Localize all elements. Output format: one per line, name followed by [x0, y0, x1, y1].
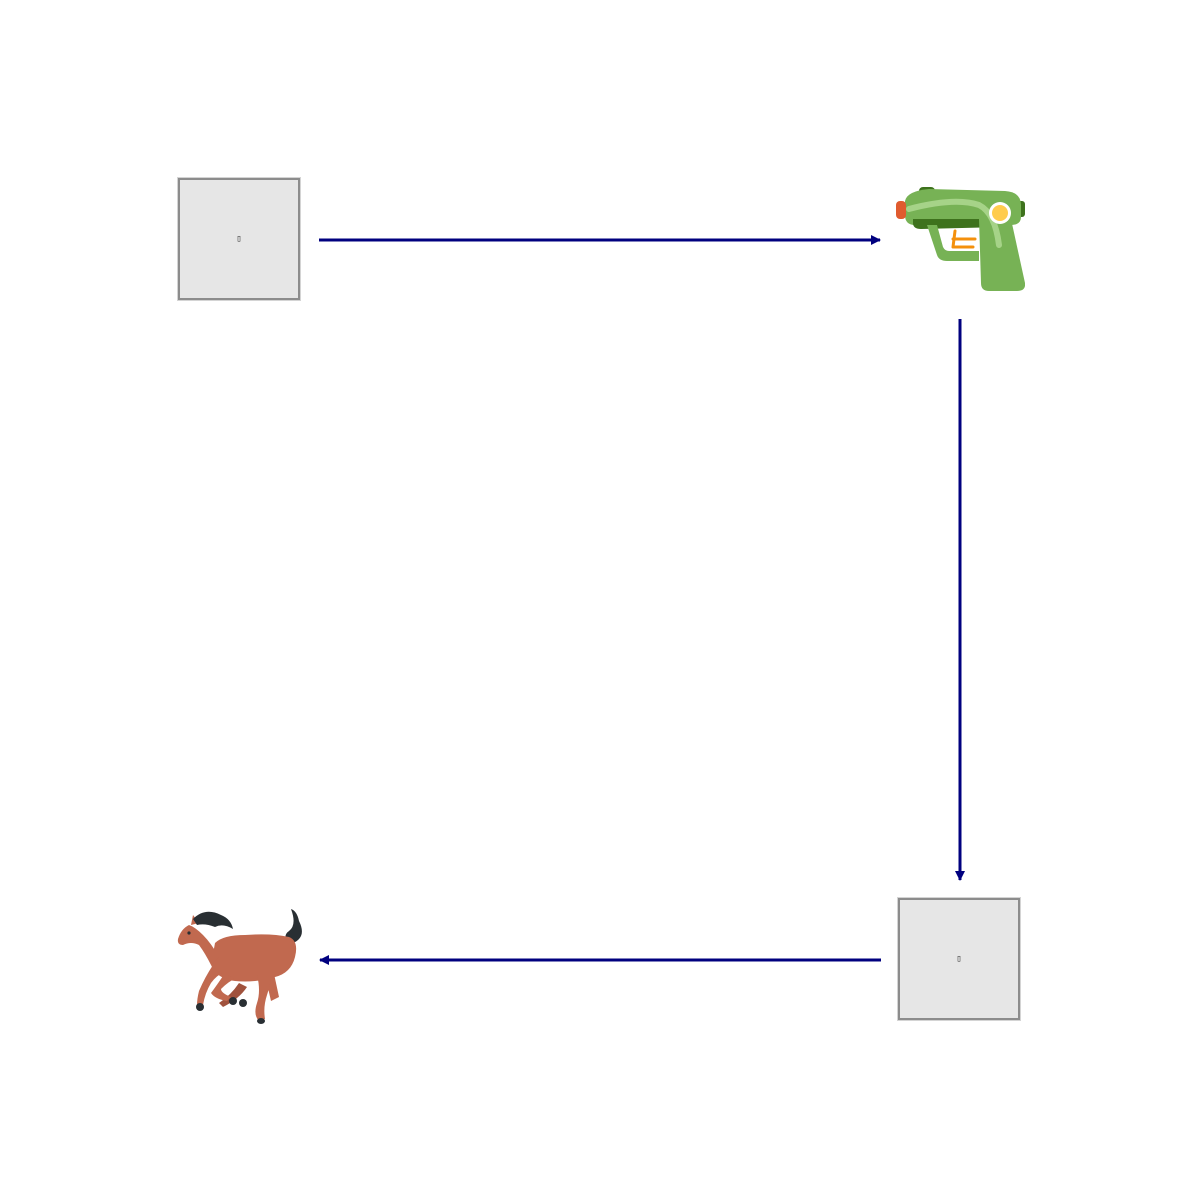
- node-horse-racing: [175, 895, 305, 1025]
- node-water-pistol: [895, 175, 1025, 305]
- node-missing-glyph-box-1: ▯: [178, 178, 300, 300]
- node-missing-glyph-box-2: ▯: [898, 898, 1020, 1020]
- missing-glyph-icon: ▯: [236, 233, 242, 244]
- water-pistol-icon: [896, 187, 1025, 291]
- horse-racing-icon: [177, 909, 302, 1024]
- missing-glyph-icon: ▯: [956, 953, 962, 964]
